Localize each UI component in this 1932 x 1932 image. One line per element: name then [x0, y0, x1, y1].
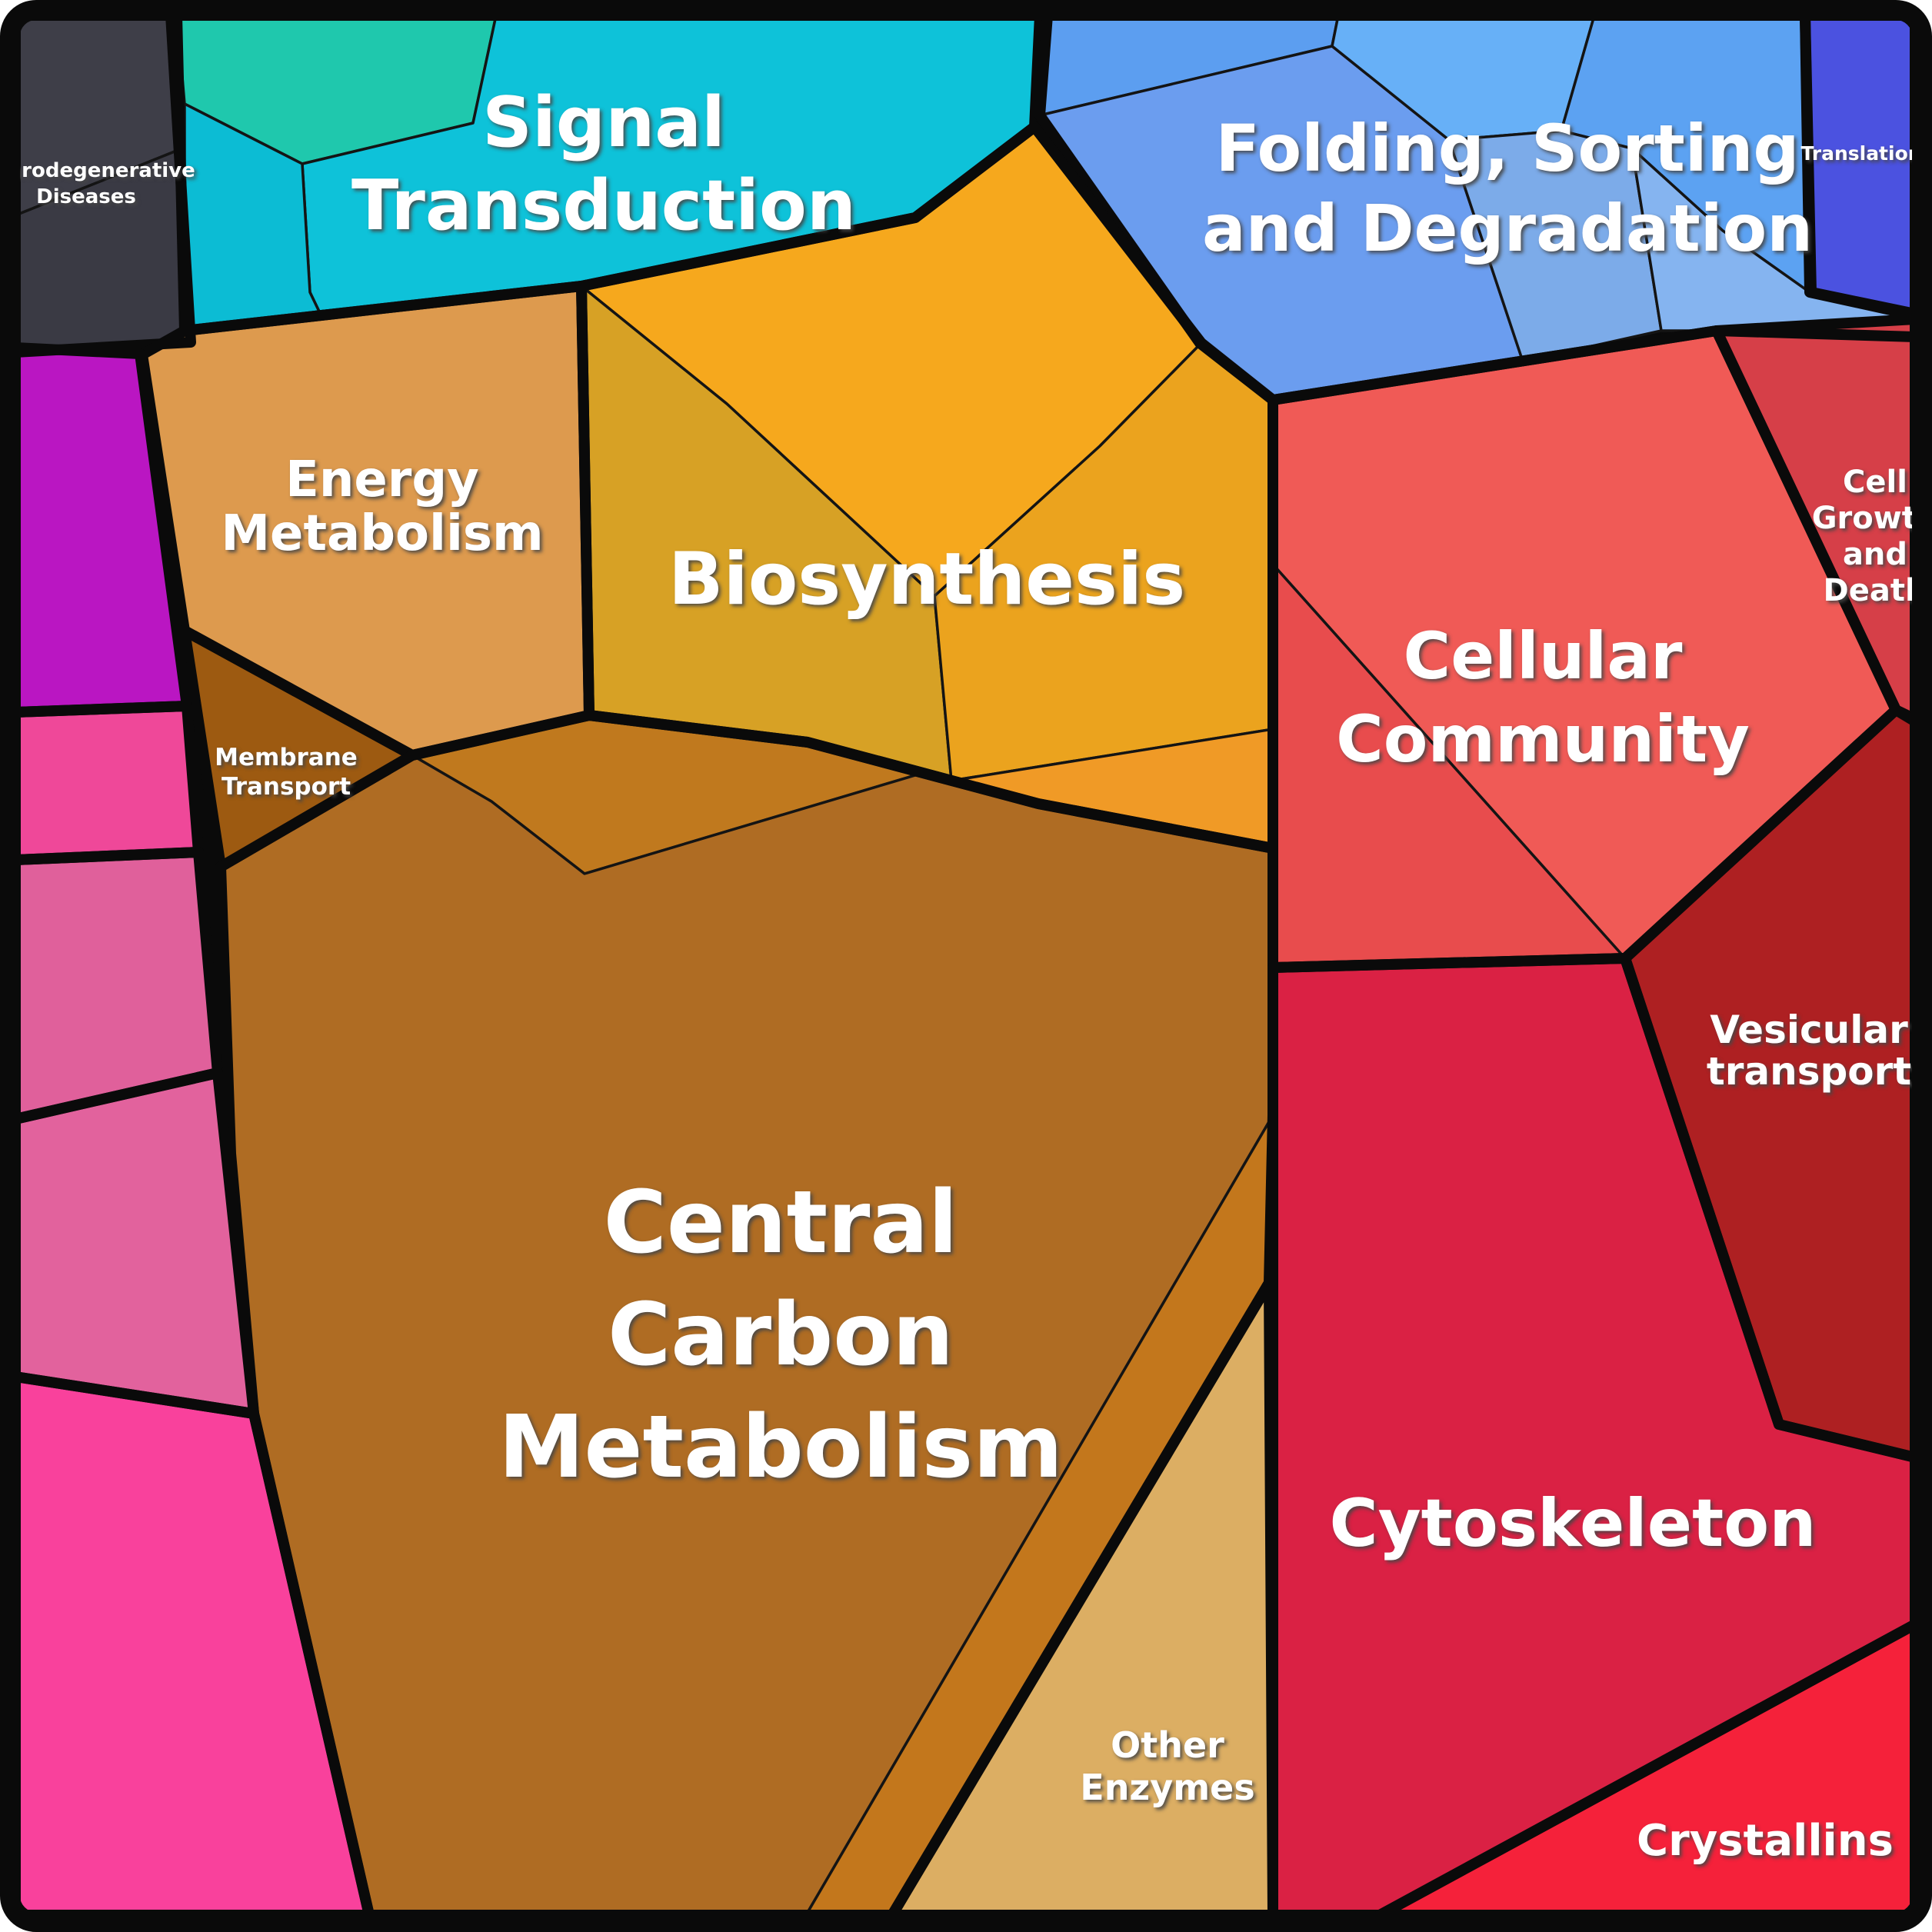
label-cytoskeleton: Cytoskeleton: [1330, 1485, 1817, 1562]
label-vesicular-transport-line-1: transport: [1707, 1049, 1911, 1094]
label-other-enzymes-line-1: Enzymes: [1080, 1767, 1254, 1808]
label-other-enzymes-line-0: Other: [1111, 1724, 1224, 1766]
label-signal-transduction-line-1: Transduction: [351, 165, 856, 246]
label-ccm-line-2: Metabolism: [498, 1397, 1063, 1497]
label-cell-growth-death-line-0: Cell: [1843, 465, 1907, 500]
label-signal-transduction-line-0: Signal: [482, 82, 725, 163]
label-neurodegenerative-line-1: Diseases: [36, 185, 136, 208]
label-crystallins-line-0: Crystallins: [1637, 1816, 1894, 1866]
label-cytoskeleton-line-0: Cytoskeleton: [1330, 1485, 1817, 1562]
label-cell-growth-death-line-2: and: [1843, 537, 1907, 572]
label-cellular-community-line-1: Community: [1336, 701, 1750, 777]
label-cell-growth-death-line-3: Death: [1824, 573, 1927, 608]
label-membrane-transport-line-0: Membrane: [215, 744, 358, 771]
cell-endocrine-system[interactable]: [14, 705, 200, 861]
label-folding-line-0: Folding, Sorting: [1216, 111, 1800, 186]
label-translation: Translation: [1800, 142, 1921, 165]
label-cell-growth-death-line-1: Growth: [1812, 501, 1932, 536]
label-biosynthesis: Biosynthesis: [668, 538, 1185, 621]
label-energy-metabolism-line-1: Metabolism: [221, 505, 543, 562]
label-translation-line-0: Translation: [1800, 142, 1921, 165]
label-energy-metabolism-line-0: Energy: [285, 451, 479, 508]
cell-translation[interactable]: [1804, 14, 1917, 315]
label-biosynthesis-line-0: Biosynthesis: [668, 538, 1185, 621]
label-ccm-line-0: Central: [604, 1173, 958, 1273]
label-neurodegenerative-line-0: Neurodegenerative: [0, 159, 195, 182]
label-folding-line-1: and Degradation: [1202, 191, 1813, 266]
label-crystallins: Crystallins: [1637, 1816, 1894, 1866]
label-membrane-transport-line-1: Transport: [222, 773, 351, 801]
label-cellular-community-line-0: Cellular: [1404, 618, 1683, 694]
label-ccm-line-1: Carbon: [608, 1285, 954, 1385]
label-vesicular-transport-line-0: Vesicular: [1710, 1008, 1908, 1052]
label-neurodegenerative: NeurodegenerativeDiseases: [0, 159, 195, 208]
